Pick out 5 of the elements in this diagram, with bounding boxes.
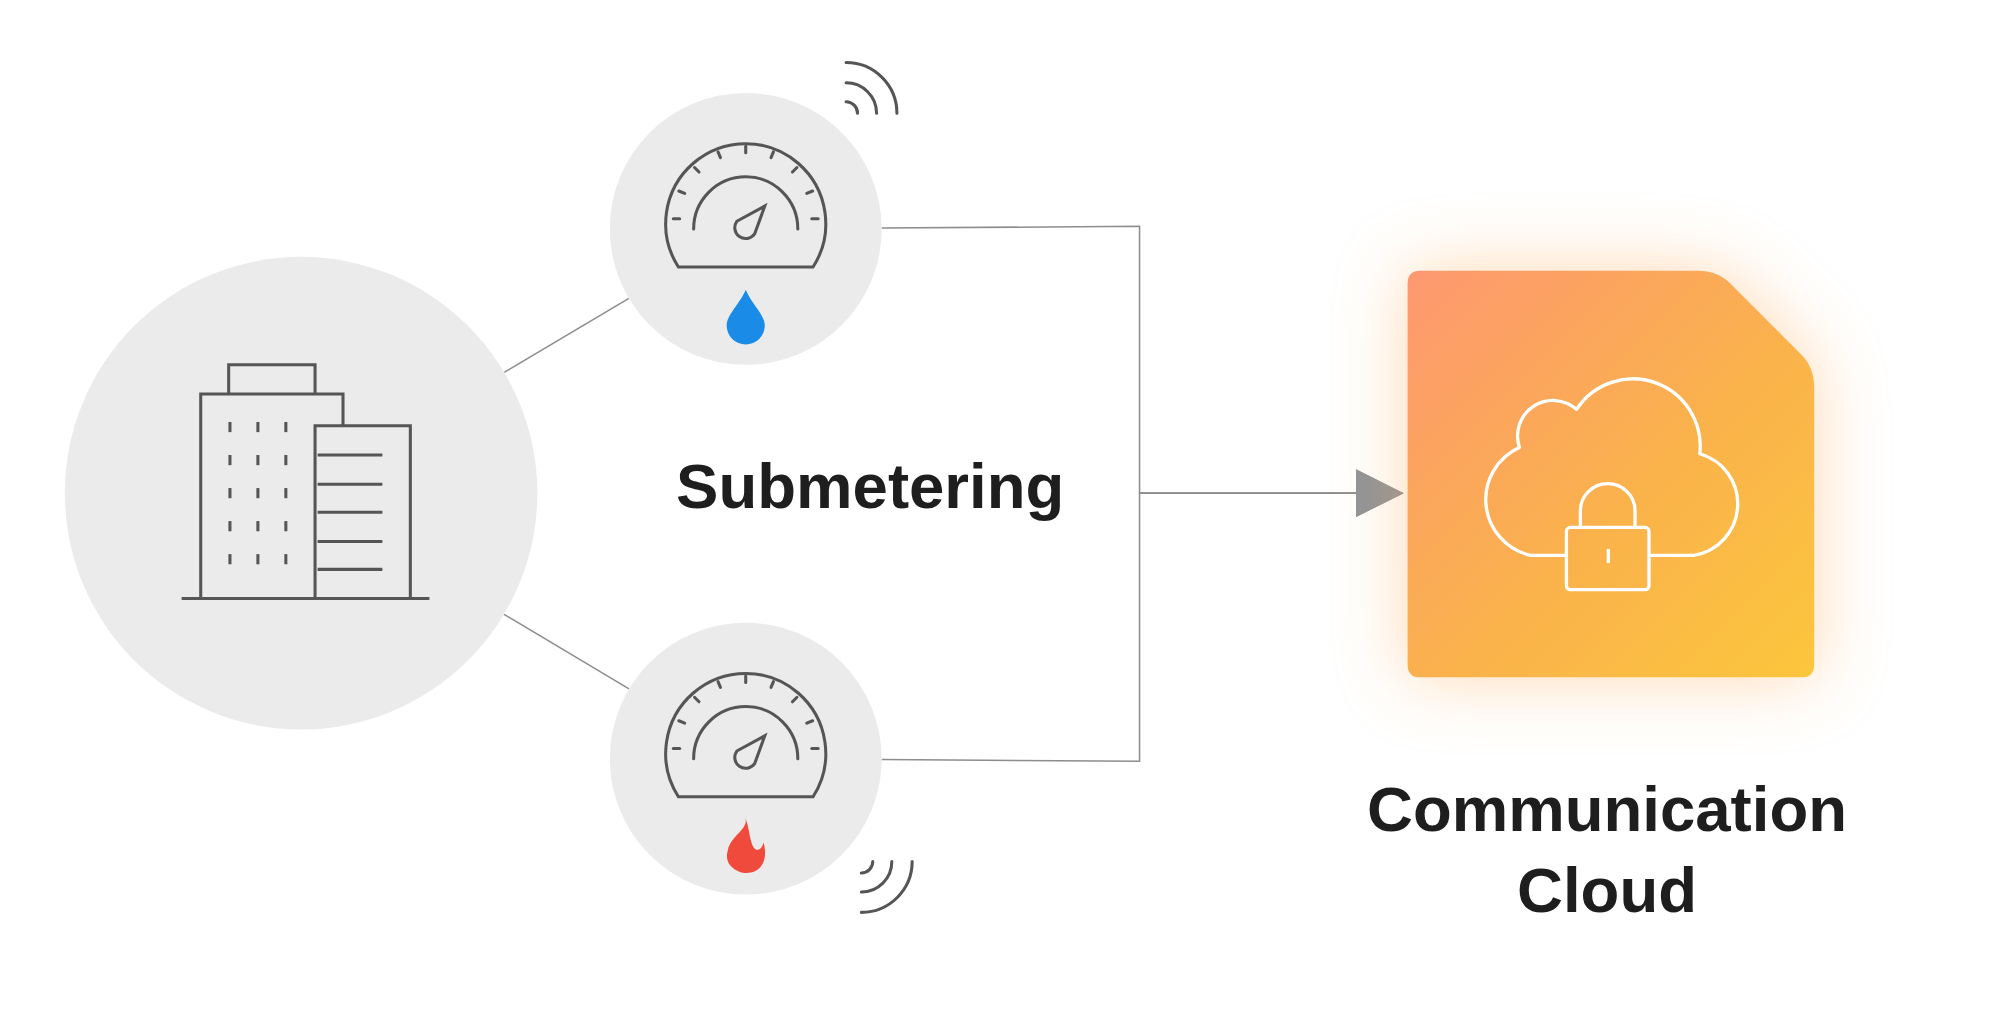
arrow [880, 469, 1404, 762]
connector-line [503, 297, 630, 374]
node-title: Communication Cloud [1366, 772, 1849, 929]
diagram-label: Submetering [675, 450, 1066, 525]
connector-line [503, 613, 630, 690]
